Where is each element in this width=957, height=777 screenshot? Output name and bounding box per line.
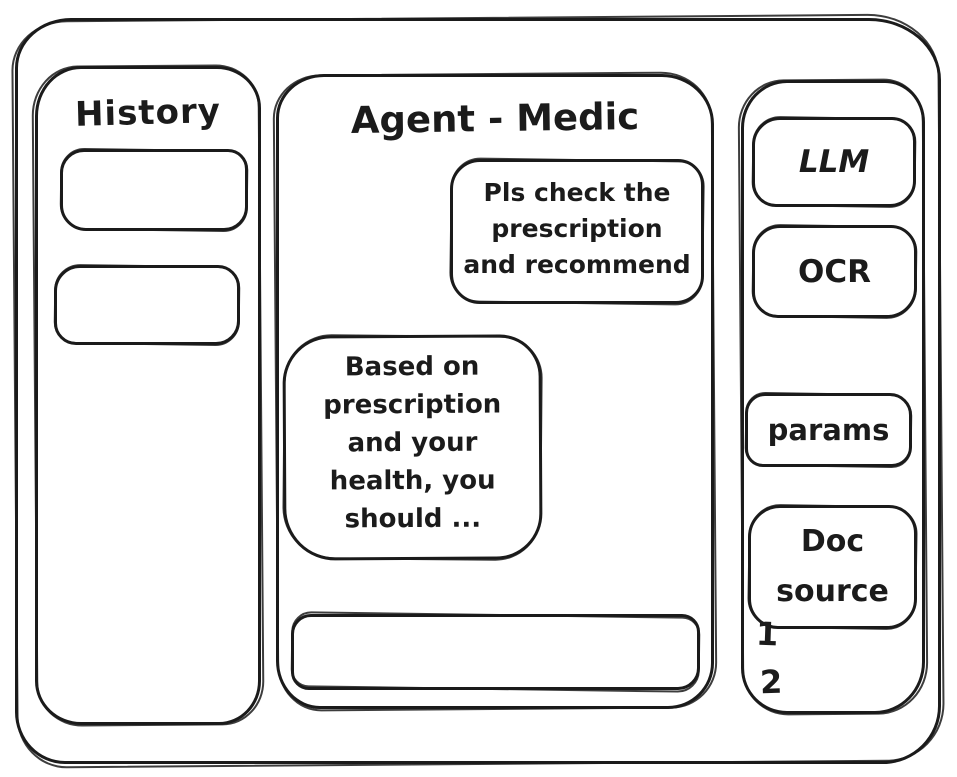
llm-button[interactable]: LLM <box>752 117 916 207</box>
history-item[interactable] <box>54 265 240 345</box>
message-line: Pls check the <box>483 178 671 207</box>
ocr-button[interactable]: OCR <box>752 225 917 318</box>
history-title: History <box>74 91 222 135</box>
chat-title: Agent - Medic <box>350 94 640 143</box>
history-sidebar: History <box>35 66 261 725</box>
message-line: health, you <box>329 465 496 497</box>
chat-panel: Agent - Medic Pls check the prescription… <box>276 74 714 709</box>
doc-source-label-line: Doc <box>800 524 865 559</box>
message-line: should ... <box>344 503 482 535</box>
doc-source-label-line: source <box>776 574 889 609</box>
app-window: History Agent - Medic Pls check the pres… <box>15 18 941 764</box>
params-button[interactable]: params <box>745 393 912 467</box>
message-line: and recommend <box>463 250 691 279</box>
message-line: prescription <box>491 214 663 243</box>
tools-sidebar: LLM OCR params Doc source 1 2 <box>741 80 925 714</box>
history-item[interactable] <box>60 149 248 231</box>
message-line: prescription <box>323 389 502 421</box>
user-message-bubble: Pls check the prescription and recommend <box>450 159 704 304</box>
chat-input[interactable] <box>294 617 697 687</box>
chat-input-box <box>291 614 700 690</box>
message-line: and your <box>347 427 478 459</box>
doc-source-button[interactable]: Doc source <box>748 505 917 629</box>
annotation-number-1: 1 <box>755 614 779 654</box>
message-line: Based on <box>344 351 480 383</box>
assistant-message-bubble: Based on prescription and your health, y… <box>282 334 543 561</box>
annotation-number-2: 2 <box>759 662 783 702</box>
